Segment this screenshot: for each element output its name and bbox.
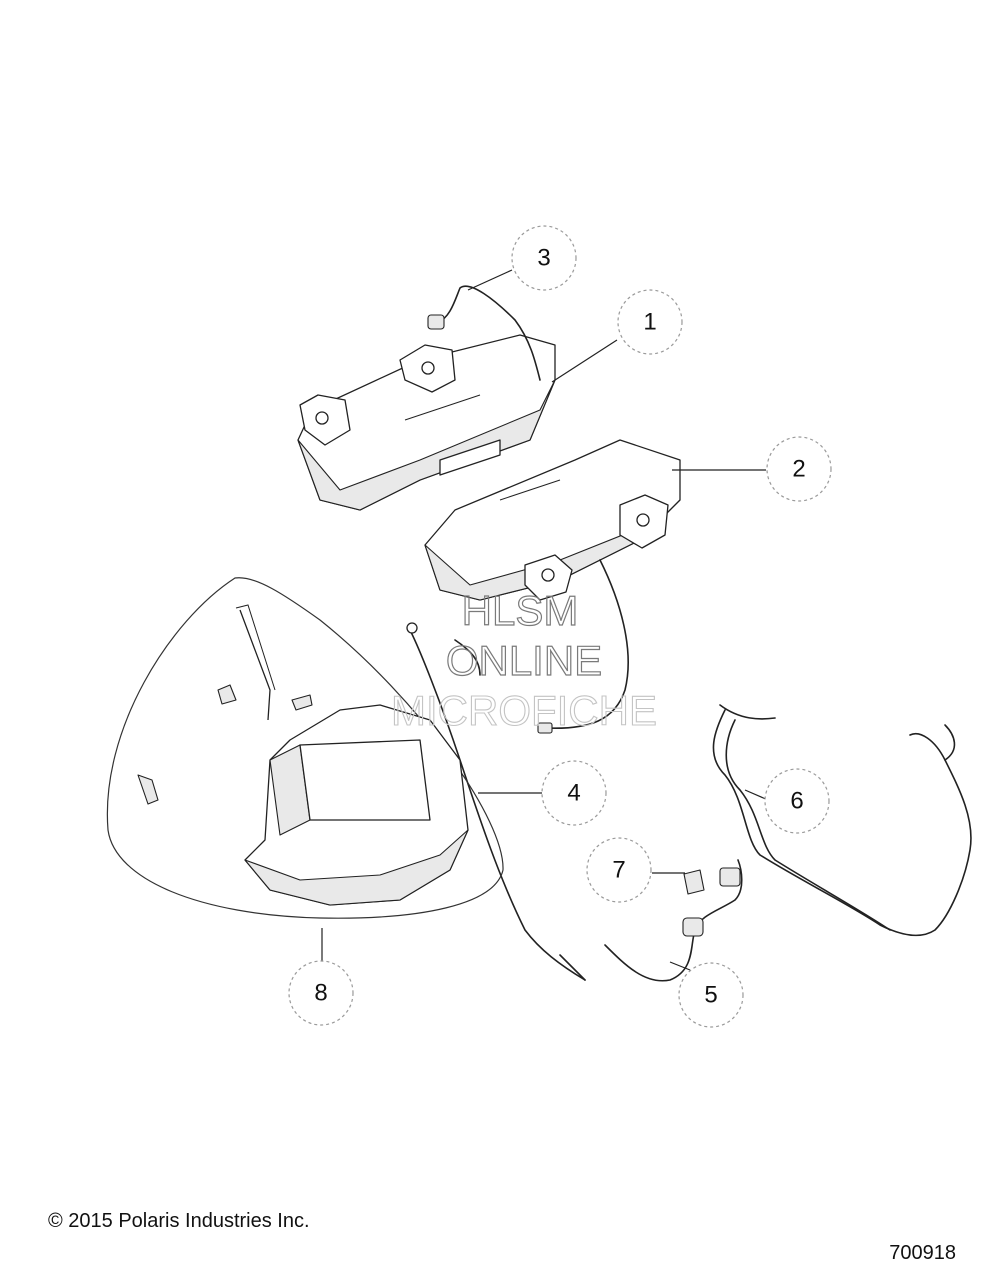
part-8-group-outline [106,577,504,919]
watermark: HLSM ONLINE MICROFICHE [390,586,657,734]
leader-line-6 [744,789,769,801]
part-2-storage-box-lower [424,439,681,601]
leader-line-1 [551,339,618,383]
callout-3-label: 3 [537,245,550,272]
part-7-clip [683,869,705,895]
callout-6-label: 6 [790,788,803,815]
copyright-text: © 2015 Polaris Industries Inc. [48,1210,310,1232]
callout-1: 1 [617,289,683,355]
callout-8-label: 8 [314,980,327,1007]
watermark-line-3: MICROFICHE [391,687,657,734]
callout-2: 2 [766,436,832,502]
callout-4: 4 [541,760,607,826]
callout-6: 6 [764,768,830,834]
leader-lines [321,269,769,971]
part-5-switch-harness [604,859,743,982]
leader-line-3 [467,269,513,291]
part-3-wire-harness [427,285,541,381]
callout-4-label: 4 [567,780,580,807]
callout-1-label: 1 [643,309,656,336]
part-1-storage-box-upper [297,334,556,511]
figure-number: 700918 [889,1242,956,1264]
callout-3: 3 [511,225,577,291]
callout-7-label: 7 [612,857,625,884]
callout-5: 5 [678,962,744,1028]
part-4-cable [406,622,586,981]
watermark-line-1: HLSM [462,587,579,634]
part-2-connector-wire [537,559,629,734]
leader-line-5 [669,961,691,971]
watermark-line-2: ONLINE [446,637,602,684]
part-6-rear-harness [712,704,972,937]
callout-8: 8 [288,960,354,1026]
callout-2-label: 2 [792,456,805,483]
callout-5-label: 5 [704,982,717,1009]
part-8-housing-group [106,577,504,919]
callout-7: 7 [586,837,652,903]
